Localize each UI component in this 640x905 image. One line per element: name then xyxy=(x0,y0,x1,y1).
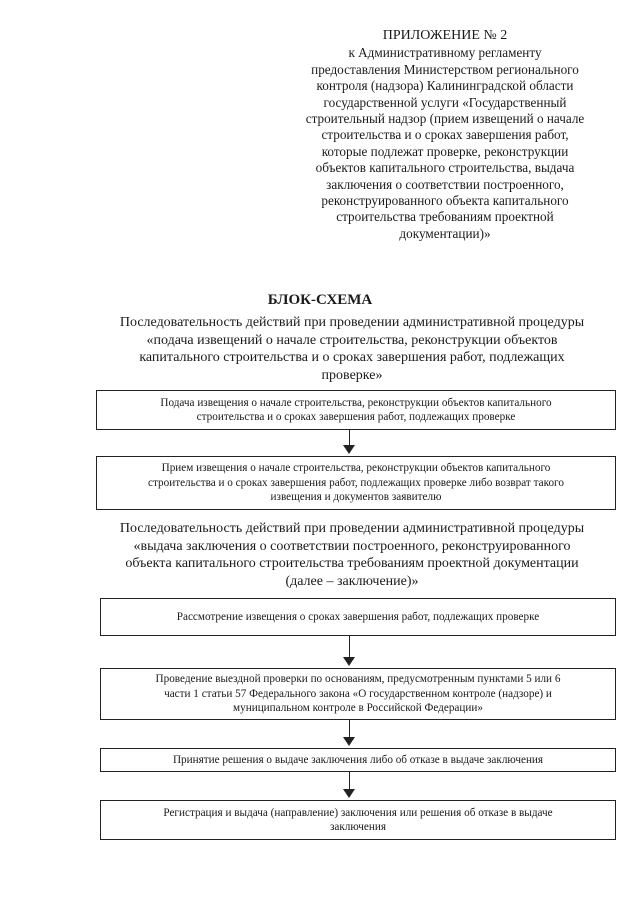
appendix-line: строительства требованиям проектной xyxy=(336,209,554,225)
flow-step-decision: Принятие решения о выдаче заключения либ… xyxy=(100,748,616,772)
appendix-line: контроля (надзора) Калининградской облас… xyxy=(316,78,574,94)
appendix-line: строительный надзор (прием извещений о н… xyxy=(305,111,585,127)
appendix-heading: ПРИЛОЖЕНИЕ № 2 xyxy=(382,28,508,43)
flow-arrow xyxy=(343,636,355,666)
flow-step-text: Подача извещения о начале строительства,… xyxy=(160,396,552,409)
flow-step-text: Прием извещения о начале строительства, … xyxy=(161,462,551,475)
flow-step-text: части 1 статьи 57 Федерального закона «О… xyxy=(164,687,552,700)
procedure-heading-line: проверке» xyxy=(321,367,383,383)
flow-step-registration: Регистрация и выдача (направление) заклю… xyxy=(100,800,616,840)
procedure-1-heading: Последовательность действий при проведен… xyxy=(92,314,612,384)
flow-step-review-notice: Рассмотрение извещения о сроках завершен… xyxy=(100,598,616,636)
appendix-header: ПРИЛОЖЕНИЕ № 2 к Административному регла… xyxy=(280,28,610,242)
procedure-heading-line: «выдача заключения о соответствии постро… xyxy=(133,538,571,554)
appendix-line: документации)» xyxy=(399,225,491,241)
flow-step-field-inspection: Проведение выездной проверки по основани… xyxy=(100,668,616,720)
flow-arrow xyxy=(343,772,355,798)
flow-step-text: Проведение выездной проверки по основани… xyxy=(155,673,561,686)
flow-step-text: Регистрация и выдача (направление) заклю… xyxy=(163,806,553,819)
page-title: БЛОК-СХЕМА xyxy=(267,292,373,308)
appendix-line: заключения о соответствии построенного, xyxy=(326,176,564,192)
procedure-heading-line: объекта капитального строительства требо… xyxy=(125,556,579,571)
appendix-line: предоставления Министерством регионально… xyxy=(311,61,579,77)
appendix-line: строительства и о сроках завершения рабо… xyxy=(321,127,569,143)
flow-arrow xyxy=(343,430,355,454)
appendix-line: которые подлежат проверке, реконструкции xyxy=(321,143,569,159)
flow-step-text: муниципальном контроле в Российской Феде… xyxy=(233,702,483,715)
flow-step-accept-notice: Прием извещения о начале строительства, … xyxy=(96,456,616,510)
flow-step-text: строительства и о сроках завершения рабо… xyxy=(148,476,564,489)
appendix-line: государственной услуги «Государственный xyxy=(323,94,567,110)
flow-step-text: Рассмотрение извещения о сроках завершен… xyxy=(176,610,540,623)
flow-step-text: извещения и документов заявителю xyxy=(270,491,442,504)
procedure-heading-line: Последовательность действий при проведен… xyxy=(119,315,585,330)
procedure-2-heading: Последовательность действий при проведен… xyxy=(92,520,612,590)
flow-arrow xyxy=(343,720,355,746)
flow-step-submit-notice: Подача извещения о начале строительства,… xyxy=(96,390,616,430)
procedure-heading-line: капитального строительства и о сроках за… xyxy=(139,350,565,365)
appendix-line: реконструированного объекта капитального xyxy=(321,193,569,209)
appendix-line: к Административному регламенту xyxy=(348,45,542,61)
flow-step-text: строительства и о сроках завершения рабо… xyxy=(196,411,516,423)
procedure-heading-line: «подача извещений о начале строительства… xyxy=(146,332,558,348)
procedure-heading-line: Последовательность действий при проведен… xyxy=(119,521,585,536)
flow-step-text: Принятие решения о выдаче заключения либ… xyxy=(172,753,544,766)
appendix-line: объектов капитального строительства, выд… xyxy=(315,160,575,176)
procedure-heading-line: (далее – заключение)» xyxy=(285,573,419,589)
flow-step-text: заключения xyxy=(329,821,387,833)
